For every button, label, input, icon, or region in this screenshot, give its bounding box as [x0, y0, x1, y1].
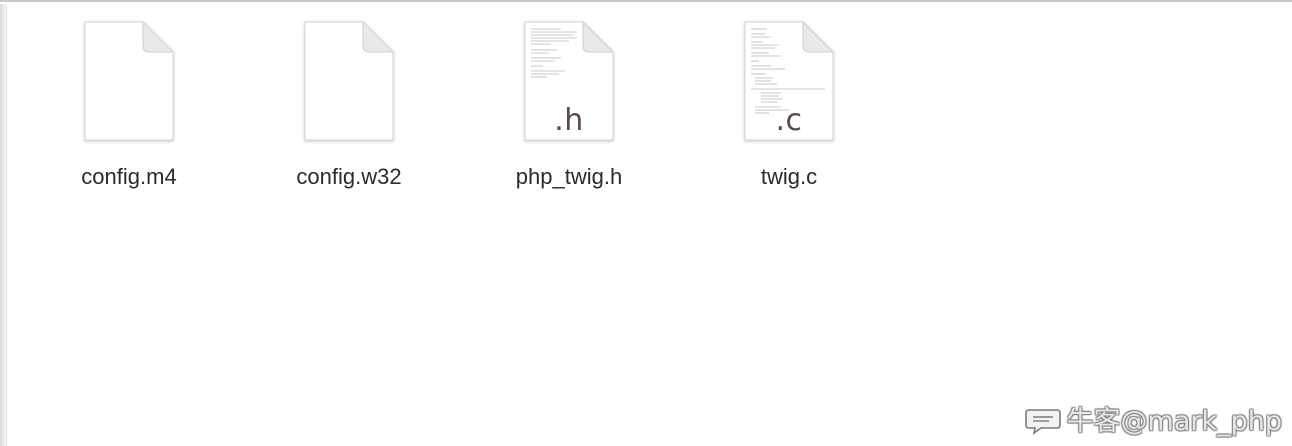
code-preview-lines: [751, 28, 825, 114]
file-name-label[interactable]: twig.c: [760, 164, 818, 189]
chat-bubble-icon: [1023, 406, 1063, 436]
blank-document-icon[interactable]: [81, 20, 177, 144]
code-preview-lines: [531, 28, 577, 78]
file-item-config-w32[interactable]: config.w32: [249, 20, 449, 200]
blank-document-icon[interactable]: [301, 20, 397, 144]
file-name-label[interactable]: config.m4: [81, 164, 177, 189]
watermark: 牛客@mark_php: [1023, 406, 1282, 436]
file-item-twig-c[interactable]: .c twig.c: [689, 20, 889, 200]
file-name-label[interactable]: php_twig.h: [515, 164, 623, 189]
file-name-label[interactable]: config.w32: [296, 164, 402, 189]
watermark-text: 牛客@mark_php: [1066, 405, 1282, 437]
file-extension-label: .c: [775, 103, 803, 138]
window-left-edge: [0, 4, 7, 446]
c-source-file-icon[interactable]: .c: [741, 20, 837, 144]
file-item-php-twig-h[interactable]: .h php_twig.h: [469, 20, 669, 200]
header-source-file-icon[interactable]: .h: [521, 20, 617, 144]
file-extension-label: .h: [554, 103, 584, 138]
file-item-config-m4[interactable]: config.m4: [29, 20, 229, 200]
